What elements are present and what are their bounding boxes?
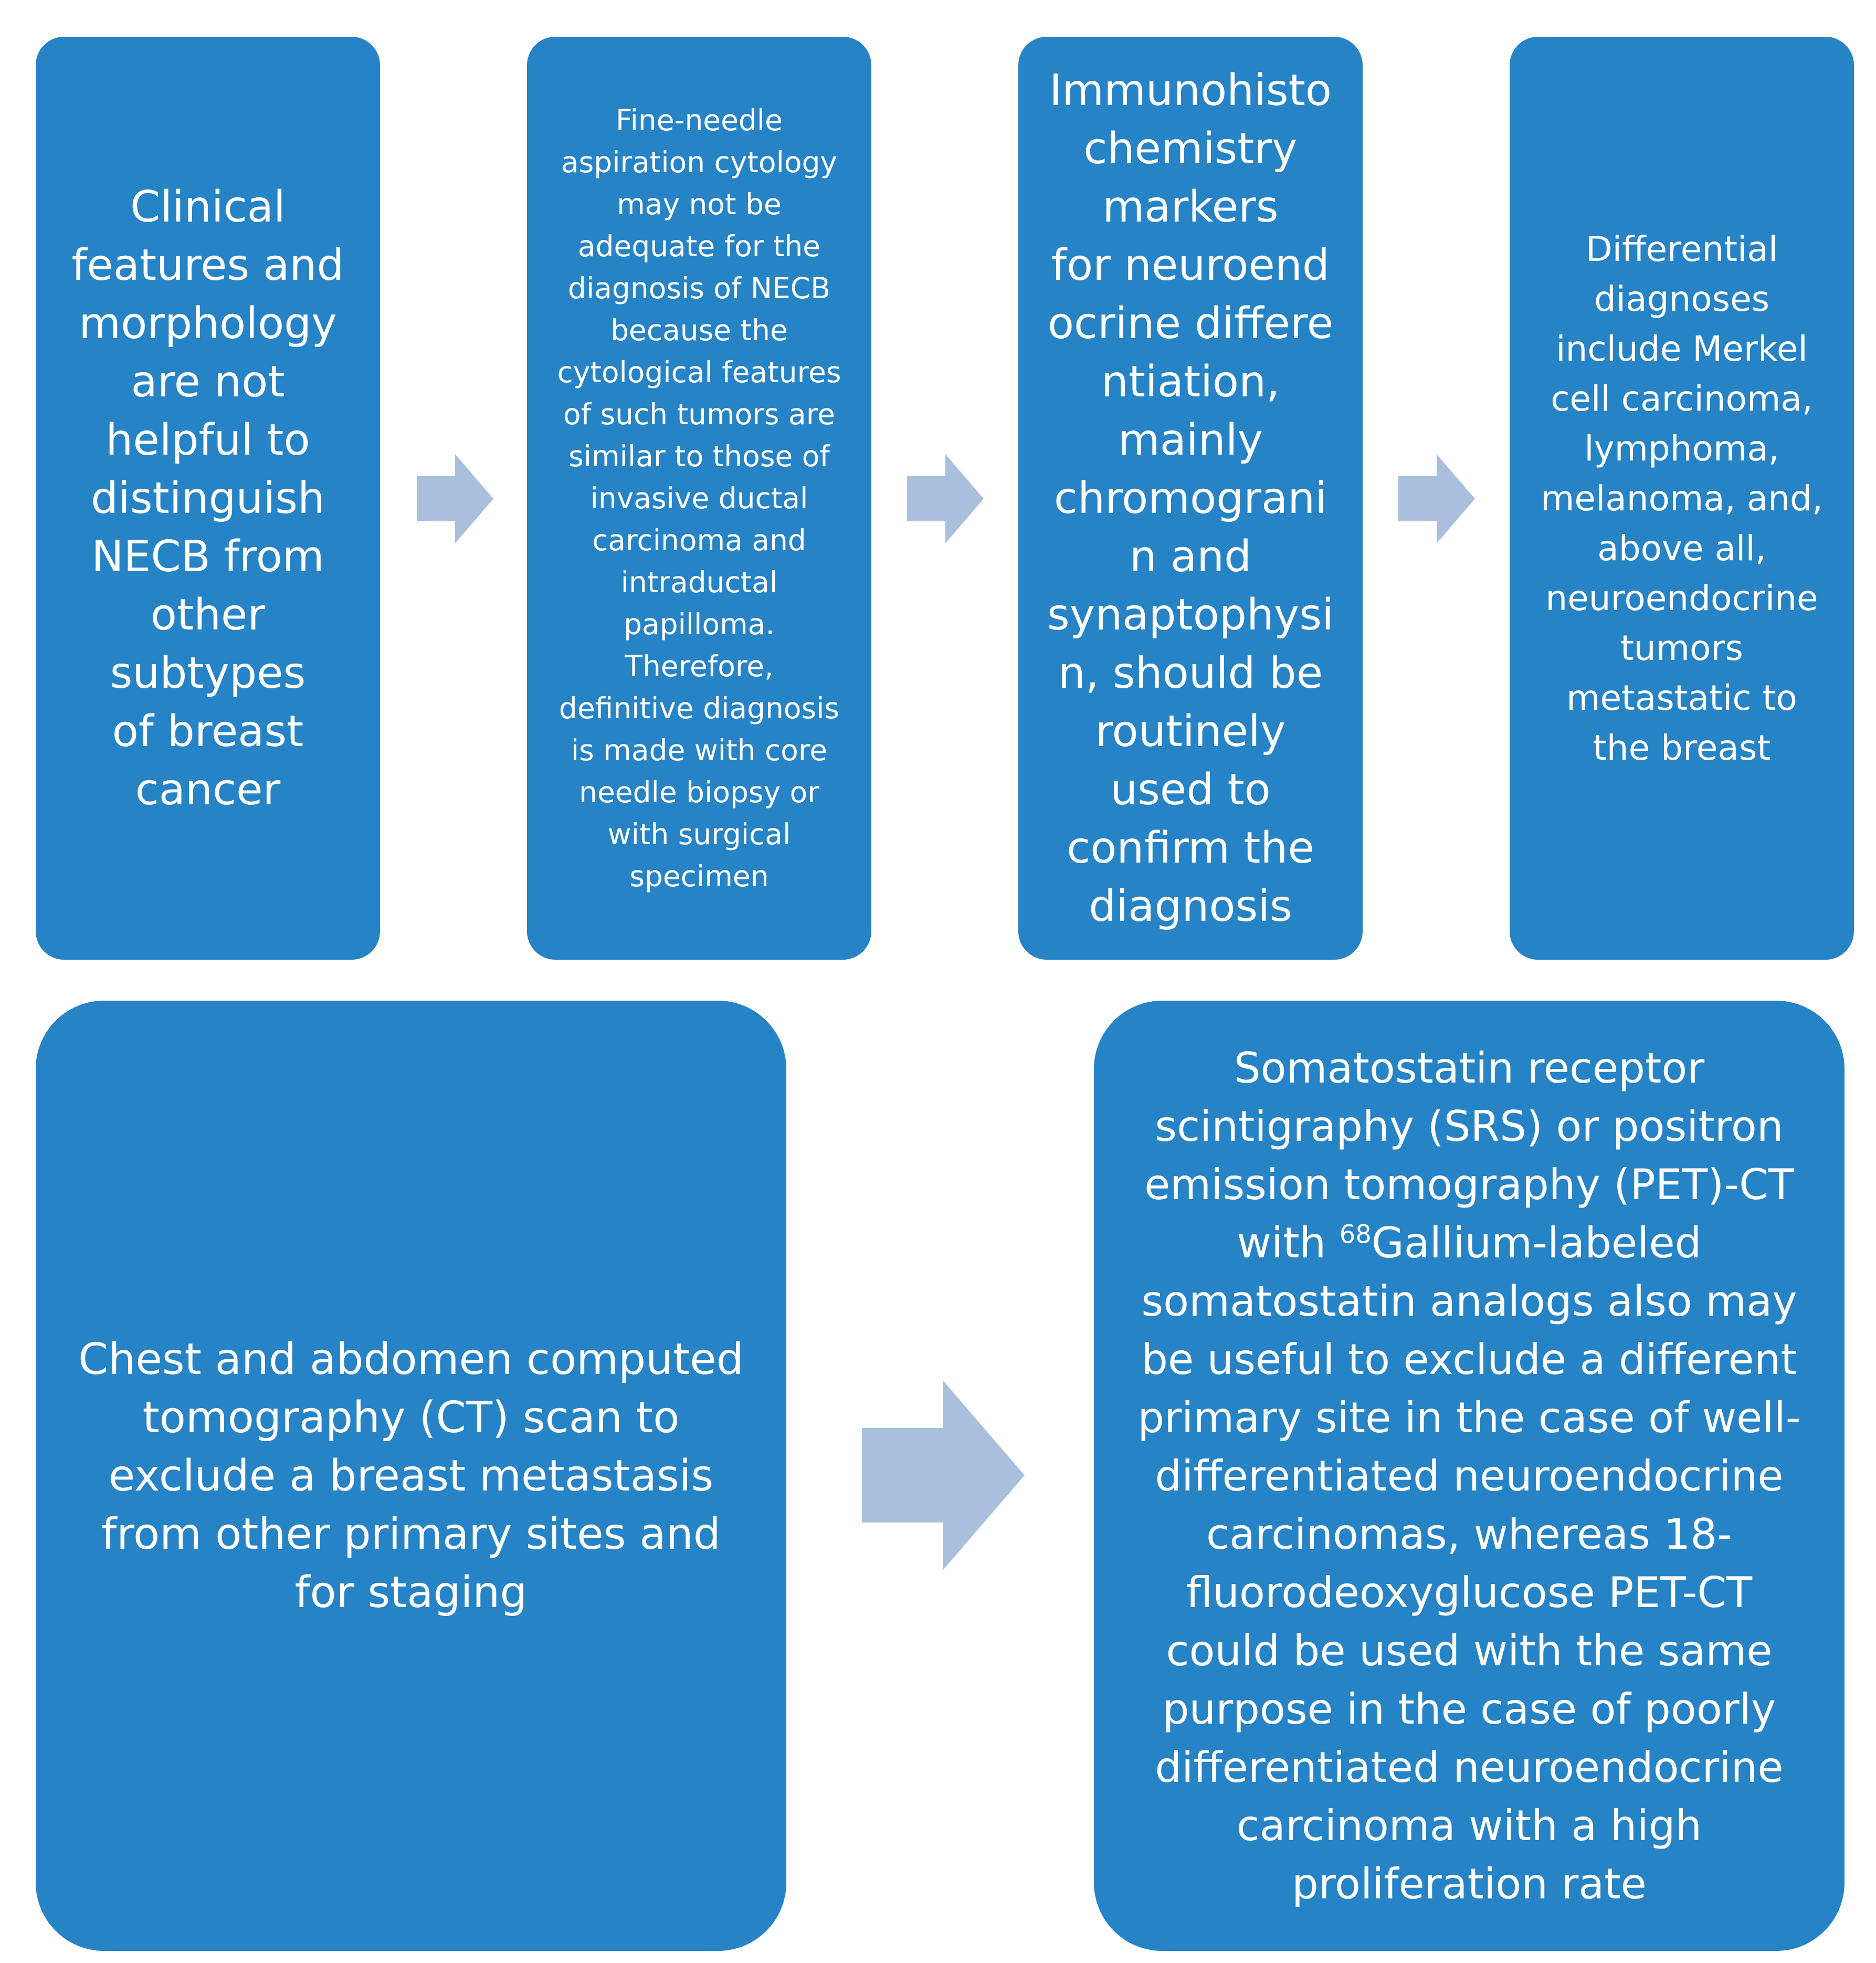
text-line: subtypes [110, 648, 306, 698]
text-line: invasive ductal [590, 481, 808, 515]
step-fine-needle-cytology-text: Fine-needle aspiration cytology may not be… [557, 99, 841, 897]
text-line: cancer [135, 764, 281, 815]
text-line: diagnosis of NECB [568, 271, 830, 305]
text-line: other [150, 590, 266, 640]
text-line: Chest and abdomen computed [78, 1334, 744, 1384]
text-line: chemistry [1083, 123, 1298, 174]
text-line: from other primary sites and [101, 1509, 721, 1559]
text-line: distinguish [91, 473, 325, 523]
text-line: Differential [1585, 228, 1778, 269]
text-line: tomography (CT) scan to [142, 1392, 680, 1443]
text-line: papilloma. [624, 607, 775, 641]
text-line: are not [131, 356, 285, 407]
text-line: be useful to exclude a different [1141, 1335, 1797, 1384]
text-line: lymphoma, [1584, 428, 1779, 469]
text-line: fluorodeoxyglucose PET-CT [1186, 1568, 1753, 1617]
text-line: the breast [1593, 727, 1771, 768]
text-line: needle biopsy or [579, 775, 819, 809]
text-line: ocrine differe [1047, 298, 1334, 349]
text-line: melanoma, and, [1541, 478, 1823, 519]
text-fragment: Gallium-labeled [1371, 1218, 1702, 1267]
step-srs-pet-ct-text: Somatostatin receptor scintigraphy (SRS)… [1137, 1039, 1800, 1913]
text-line: chromograni [1054, 473, 1327, 523]
text-line: helpful to [106, 415, 310, 465]
text-line: specimen [629, 859, 769, 893]
text-line: exclude a breast metastasis [108, 1451, 714, 1501]
text-fragment: with [1237, 1218, 1340, 1267]
step-immunohistochemistry-box: Immunohisto chemistry markers for neuroend o… [1018, 37, 1363, 960]
step-differential-diagnoses-text: Differential diagnoses include Merkel cell … [1541, 224, 1823, 773]
text-line: carcinoma with a high [1236, 1801, 1702, 1850]
text-line: aspiration cytology [561, 145, 838, 179]
text-line: above all, [1597, 528, 1766, 569]
text-line: tumors [1620, 627, 1743, 668]
text-line: intraductal [620, 565, 778, 599]
text-line: neuroendocrine [1545, 578, 1818, 618]
text-line: Immunohisto [1049, 65, 1332, 116]
right-arrow-icon [862, 1381, 1025, 1570]
text-line: Clinical [130, 182, 286, 232]
right-arrow-icon [1398, 454, 1475, 543]
text-line: cell carcinoma, [1551, 378, 1813, 419]
text-line: because the [610, 313, 788, 347]
text-line-gallium: with 68Gallium-labeled [1137, 1214, 1800, 1272]
text-line: with surgical [607, 817, 791, 851]
text-line: emission tomography (PET)-CT [1144, 1160, 1794, 1209]
step-immunohistochemistry-text: Immunohisto chemistry markers for neuroend o… [1047, 61, 1334, 936]
text-line: scintigraphy (SRS) or positron [1155, 1101, 1784, 1151]
step-differential-diagnoses-box: Differential diagnoses include Merkel cell … [1510, 37, 1854, 960]
step-fine-needle-cytology-box: Fine-needle aspiration cytology may not be… [527, 37, 871, 960]
text-line: of breast [112, 706, 304, 757]
text-line: adequate for the [577, 229, 821, 263]
step-clinical-features-text: Clinical features and morphology are not hel… [71, 178, 344, 819]
text-line: n and [1129, 531, 1252, 582]
text-line: Fine-needle [615, 103, 783, 137]
text-lines-rest: somatostatin analogs also may be useful t… [1137, 1272, 1800, 1913]
step-ct-scan-box: Chest and abdomen computed tomography (CT… [36, 1001, 786, 1951]
right-arrow-icon [417, 454, 493, 543]
text-line: synaptophysi [1047, 590, 1334, 640]
text-line: for neuroend [1051, 240, 1330, 290]
text-line: may not be [617, 187, 782, 221]
text-line: carcinomas, whereas 18- [1206, 1509, 1732, 1559]
text-line: n, should be [1058, 648, 1323, 698]
right-arrow-icon [907, 454, 984, 543]
text-line: include Merkel [1556, 328, 1808, 369]
text-line: Somatostatin receptor [1234, 1043, 1705, 1093]
text-line: primary site in the case of well- [1137, 1393, 1801, 1442]
text-line: for staging [294, 1567, 528, 1618]
text-line: could be used with the same [1166, 1626, 1773, 1675]
text-line: of such tumors are [563, 397, 835, 431]
step-clinical-features-box: Clinical features and morphology are not hel… [36, 37, 380, 960]
step-srs-pet-ct-box: Somatostatin receptor scintigraphy (SRS)… [1094, 1001, 1845, 1951]
text-line: routinely [1095, 706, 1286, 757]
text-line: markers [1102, 182, 1279, 232]
text-line: similar to those of [568, 439, 830, 473]
step-ct-scan-text: Chest and abdomen computed tomography (CT… [78, 1330, 744, 1622]
text-line: cytological features [557, 355, 841, 389]
text-line: mainly [1118, 415, 1263, 465]
text-line: is made with core [571, 733, 828, 767]
text-line: confirm the [1067, 823, 1314, 873]
text-line: diagnosis [1089, 881, 1292, 931]
text-line: definitive diagnosis [558, 691, 840, 725]
text-line: purpose in the case of poorly [1162, 1684, 1776, 1734]
text-line: metastatic to [1566, 677, 1797, 718]
text-line: features and [71, 240, 344, 290]
text-line: proliferation rate [1292, 1859, 1647, 1908]
isotope-superscript: 68 [1339, 1219, 1372, 1249]
text-line: morphology [79, 298, 337, 349]
text-line: differentiated neuroendocrine [1155, 1742, 1784, 1792]
text-line: carcinoma and [592, 523, 806, 557]
text-line: differentiated neuroendocrine [1155, 1451, 1784, 1500]
text-line: NECB from [91, 531, 324, 582]
text-line: somatostatin analogs also may [1141, 1276, 1797, 1326]
text-line: used to [1110, 764, 1271, 815]
text-line: Therefore, [625, 649, 774, 683]
text-line: ntiation, [1101, 356, 1280, 407]
text-line: diagnoses [1594, 278, 1770, 319]
